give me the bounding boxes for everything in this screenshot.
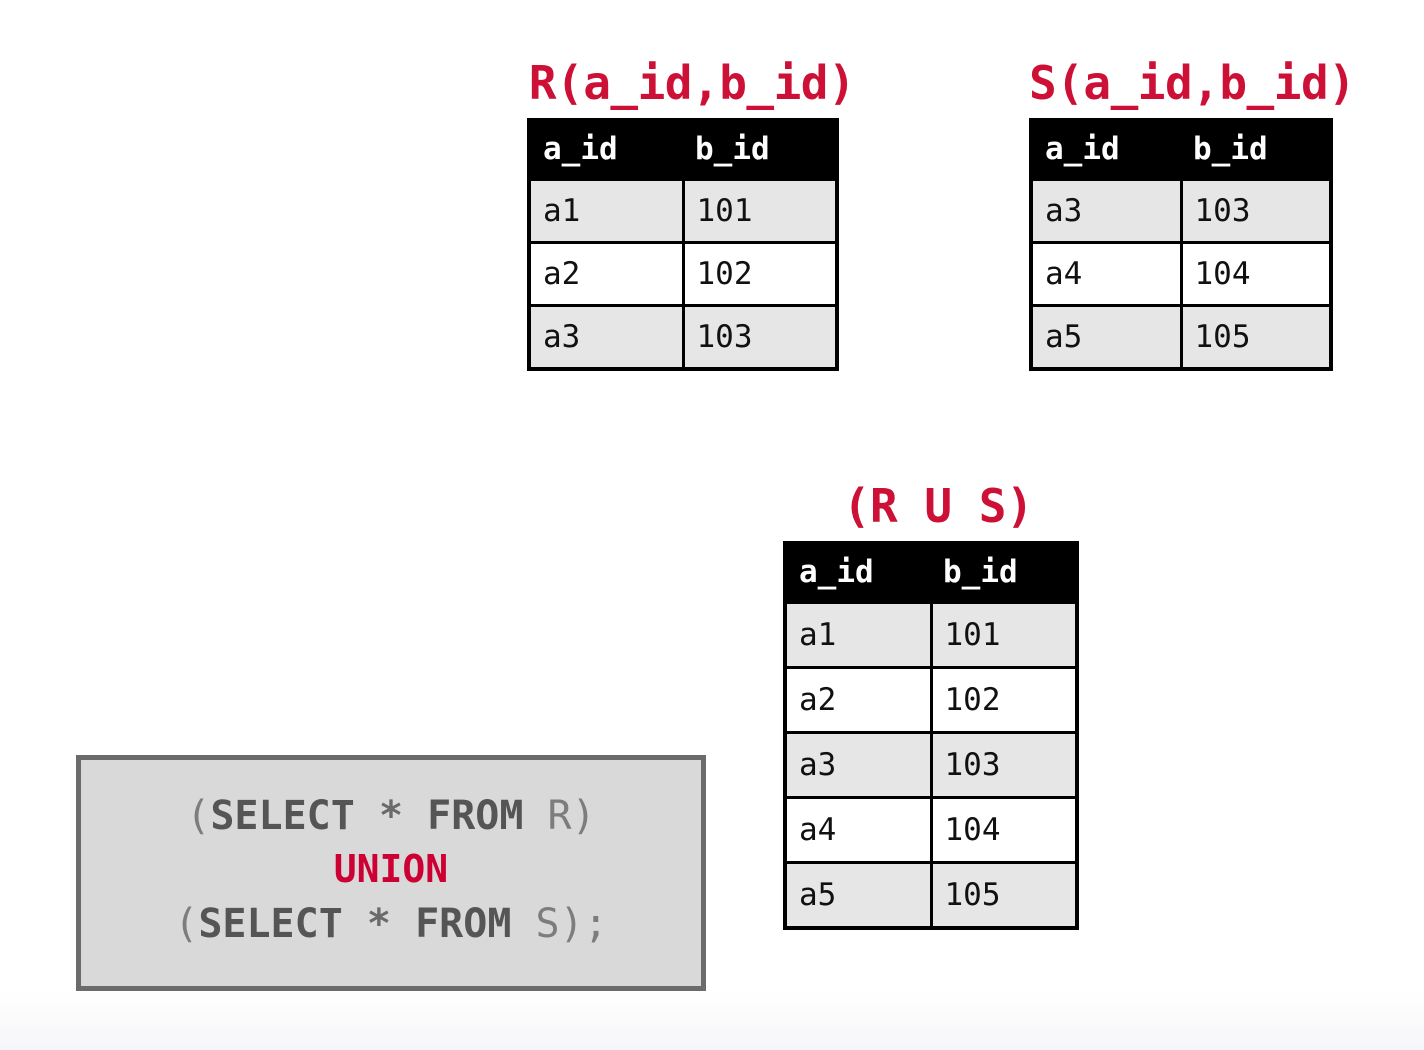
table-header-row: a_id b_id — [785, 543, 1077, 603]
relation-s-title: S(a_id,b_id) — [1029, 56, 1356, 110]
sql-space — [511, 901, 535, 947]
cell-a-id: a2 — [527, 241, 685, 307]
relation-s-block: S(a_id,b_id) a_id b_id a3 103 a4 104 a5 … — [1029, 56, 1356, 371]
cell-b-id: 103 — [929, 731, 1079, 799]
sql-keyword-select: SELECT — [210, 792, 355, 839]
relation-s-table: a_id b_id a3 103 a4 104 a5 105 — [1029, 118, 1333, 371]
cell-b-id: 105 — [929, 861, 1079, 930]
table-row: a4 104 — [783, 796, 1079, 864]
cell-b-id: 103 — [681, 304, 839, 371]
relation-r-title: R(a_id,b_id) — [528, 56, 856, 110]
sql-keyword-union: UNION — [333, 847, 449, 892]
relation-r-block: R(a_id,b_id) a_id b_id a1 101 a2 102 a3 … — [527, 60, 857, 371]
union-result-block: (R U S) a_id b_id a1 101 a2 102 a3 103 a… — [783, 483, 1093, 930]
sql-line-1: (SELECT * FROM R) — [186, 790, 595, 843]
cell-b-id: 105 — [1179, 304, 1333, 371]
table-header-row: a_id b_id — [529, 120, 837, 180]
table-row: a1 101 — [783, 601, 1079, 669]
sql-keyword-from: FROM — [427, 792, 524, 839]
relation-r-table: a_id b_id a1 101 a2 102 a3 103 — [527, 118, 839, 371]
table-row: a3 103 — [527, 304, 839, 371]
table-row: a2 102 — [783, 666, 1079, 734]
sql-close-paren: ) — [571, 792, 596, 839]
sql-star: * — [366, 900, 391, 947]
union-result-title: (R U S) — [842, 479, 1034, 533]
table-row: a3 103 — [1029, 178, 1333, 244]
cell-b-id: 102 — [681, 241, 839, 307]
cell-b-id: 104 — [1179, 241, 1333, 307]
cell-a-id: a1 — [527, 178, 685, 244]
cell-b-id: 101 — [929, 601, 1079, 669]
union-result-table: a_id b_id a1 101 a2 102 a3 103 a4 104 a5 — [783, 541, 1079, 930]
sql-relation-r: R — [547, 792, 572, 839]
sql-space — [403, 793, 427, 839]
cell-a-id: a2 — [783, 666, 933, 734]
column-header-a-id: a_id — [1031, 120, 1181, 180]
bottom-background-wash — [0, 992, 1424, 1050]
cell-a-id: a5 — [783, 861, 933, 930]
column-header-a-id: a_id — [785, 543, 931, 603]
sql-space — [355, 793, 379, 839]
table-row: a2 102 — [527, 241, 839, 307]
column-header-b-id: b_id — [931, 543, 1077, 603]
cell-a-id: a5 — [1029, 304, 1183, 371]
cell-a-id: a4 — [783, 796, 933, 864]
cell-b-id: 103 — [1179, 178, 1333, 244]
sql-line-2: UNION — [334, 842, 448, 897]
column-header-a-id: a_id — [529, 120, 683, 180]
sql-line-3: (SELECT * FROM S); — [174, 898, 608, 951]
table-row: a1 101 — [527, 178, 839, 244]
sql-space — [343, 901, 367, 947]
sql-code-box: (SELECT * FROM R) UNION (SELECT * FROM S… — [76, 755, 706, 991]
table-row: a5 105 — [783, 861, 1079, 930]
column-header-b-id: b_id — [1181, 120, 1331, 180]
cell-a-id: a3 — [783, 731, 933, 799]
table-row: a3 103 — [783, 731, 1079, 799]
cell-b-id: 104 — [929, 796, 1079, 864]
table-header-row: a_id b_id — [1031, 120, 1331, 180]
sql-keyword-select: SELECT — [198, 900, 343, 947]
table-row: a5 105 — [1029, 304, 1333, 371]
sql-space — [391, 901, 415, 947]
cell-a-id: a1 — [783, 601, 933, 669]
cell-b-id: 101 — [681, 178, 839, 244]
cell-a-id: a3 — [1029, 178, 1183, 244]
sql-open-paren: ( — [186, 792, 211, 839]
cell-b-id: 102 — [929, 666, 1079, 734]
sql-keyword-from: FROM — [415, 900, 512, 947]
sql-close-paren-semicolon: ); — [559, 900, 608, 947]
sql-space — [523, 793, 547, 839]
cell-a-id: a4 — [1029, 241, 1183, 307]
table-row: a4 104 — [1029, 241, 1333, 307]
sql-relation-s: S — [535, 900, 560, 947]
cell-a-id: a3 — [527, 304, 685, 371]
column-header-b-id: b_id — [683, 120, 837, 180]
sql-star: * — [378, 792, 404, 839]
sql-open-paren: ( — [174, 900, 199, 947]
